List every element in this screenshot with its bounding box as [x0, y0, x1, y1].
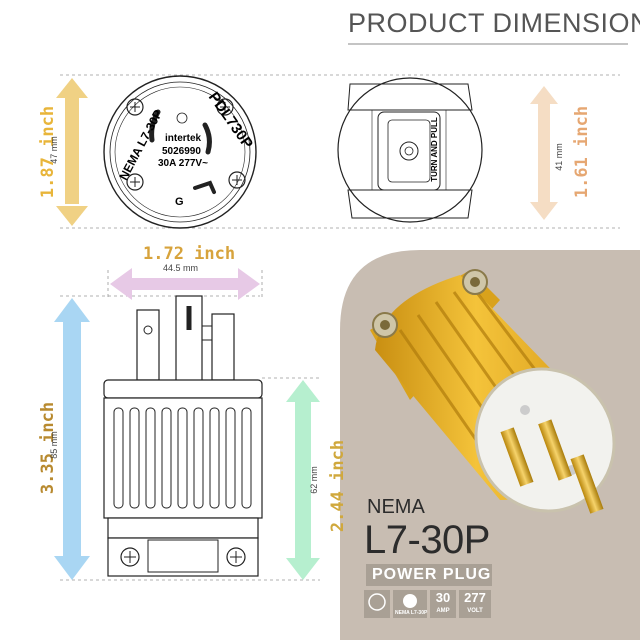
plug-face-drawing	[103, 75, 257, 229]
badge-nema-label: NEMA L7-30P	[395, 610, 428, 616]
body-mm: 62 mm	[308, 466, 319, 494]
width-inch: 1.72 inch	[143, 244, 236, 264]
badge-amp-value: 30	[435, 590, 451, 605]
width-mm: 44.5 mm	[163, 263, 199, 273]
face-ground-label: G	[175, 196, 184, 208]
turn-and-pull-label: TURN AND PULL	[429, 117, 439, 182]
plug-illustration	[370, 269, 616, 514]
guide-lines	[60, 74, 620, 581]
height-arrow-side	[530, 86, 558, 220]
page-title: PRODUCT DIMENSION	[348, 8, 640, 38]
power-plug-bar	[366, 564, 492, 586]
height-arrow-top	[56, 78, 88, 226]
side-height-inch: 1.61 inch	[572, 105, 593, 199]
length-mm: 85 mm	[48, 431, 59, 459]
body-inch: 2.44 inch	[328, 439, 349, 533]
product-model: L7-30P	[364, 518, 490, 562]
plug-side-drawing	[337, 77, 483, 223]
plug-length-drawing	[103, 295, 263, 577]
badge-amp-unit: AMP	[436, 608, 450, 614]
badge-volt-value: 277	[464, 590, 486, 605]
cert-badges	[364, 590, 491, 618]
width-arrow	[110, 268, 260, 300]
face-code: 5026990	[162, 146, 201, 157]
product-type: POWER PLUG	[372, 566, 492, 583]
product-nema-label: NEMA	[367, 496, 425, 518]
body-arrow	[286, 380, 320, 580]
top-height-mm: 47 mm	[48, 136, 59, 164]
face-rating: 30A 277V~	[158, 158, 208, 169]
length-arrow	[54, 298, 90, 580]
face-brand: intertek	[165, 133, 202, 144]
side-height-mm: 41 mm	[553, 143, 564, 171]
badge-volt-unit: VOLT	[467, 608, 483, 614]
